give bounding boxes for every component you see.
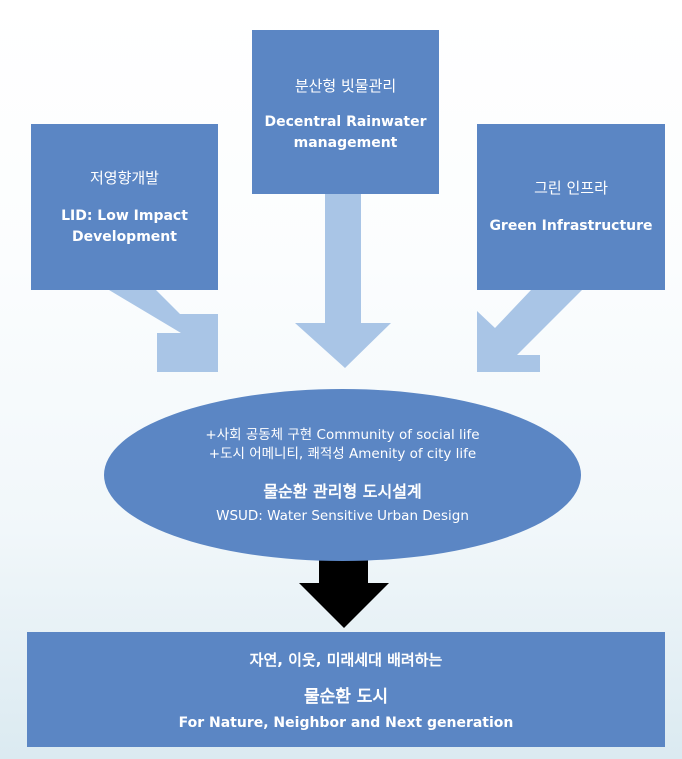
water-cycle-city-box: 자연, 이웃, 미래세대 배려하는 물순환 도시 For Nature, Nei… bbox=[27, 632, 665, 747]
green-english-label: Green Infrastructure bbox=[489, 218, 653, 234]
right-diagonal-arrow bbox=[477, 290, 582, 372]
community-line: +사회 공동체 구현 Community of social life bbox=[205, 427, 480, 443]
lid-box: 저영향개발 LID: Low Impact Development bbox=[31, 124, 218, 290]
decentral-rainwater-box: 분산형 빗물관리 Decentral Rainwater management bbox=[252, 30, 439, 194]
result-english-subtitle: For Nature, Neighbor and Next generation bbox=[178, 714, 514, 731]
lid-korean-label: 저영향개발 bbox=[89, 168, 159, 187]
center-down-arrow bbox=[295, 194, 391, 368]
result-title: 물순환 도시 bbox=[303, 686, 389, 707]
wsud-korean-title: 물순환 관리형 도시설계 bbox=[263, 482, 422, 501]
green-infrastructure-box: 그린 인프라 Green Infrastructure bbox=[477, 124, 665, 290]
result-down-arrow bbox=[299, 553, 389, 628]
decentral-english-label: Decentral Rainwater management bbox=[264, 113, 427, 151]
lid-english-label: LID: Low Impact Development bbox=[61, 207, 188, 245]
wsud-english-title: WSUD: Water Sensitive Urban Design bbox=[216, 508, 469, 524]
decentral-korean-label: 분산형 빗물관리 bbox=[294, 76, 397, 95]
left-diagonal-arrow bbox=[109, 290, 218, 372]
wsud-ellipse: +사회 공동체 구현 Community of social life +도시 … bbox=[104, 389, 581, 561]
result-tagline: 자연, 이웃, 미래세대 배려하는 bbox=[249, 650, 443, 669]
amenity-line: +도시 어메니티, 쾌적성 Amenity of city life bbox=[208, 446, 477, 462]
green-korean-label: 그린 인프라 bbox=[534, 179, 608, 197]
